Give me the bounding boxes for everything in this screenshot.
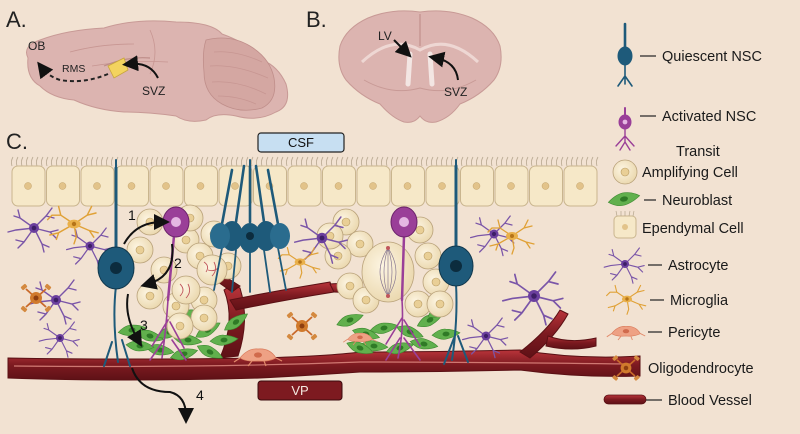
neuroblast xyxy=(334,309,366,331)
ependymal-cilia xyxy=(11,156,599,167)
ependymal-cell xyxy=(115,165,149,207)
vp-label: VP xyxy=(291,383,308,398)
legend-astrocyte-icon xyxy=(603,247,645,284)
svz-arrow-sagittal xyxy=(122,55,159,79)
ependymal-cell xyxy=(322,165,356,207)
panel-c-label: C. xyxy=(6,129,28,154)
panel-a-label: A. xyxy=(6,7,27,32)
microglia xyxy=(277,247,321,279)
csf-label: CSF xyxy=(288,135,314,150)
svz-label-coronal: SVZ xyxy=(444,85,467,99)
legend-quiescent-label: Quiescent NSC xyxy=(662,49,762,65)
astrocyte xyxy=(501,271,564,326)
dividing-tap-cells xyxy=(171,241,415,305)
legend-astrocyte-label: Astrocyte xyxy=(668,258,728,274)
niche-panel: C. CSF VP xyxy=(6,129,641,424)
ependymal-cell xyxy=(287,165,322,207)
astrocyte xyxy=(7,207,59,253)
ependymal-cell xyxy=(391,165,425,207)
svz-arrow-coronal xyxy=(428,51,459,81)
legend-microglia-label: Microglia xyxy=(670,293,729,309)
quiescent-nsc-group xyxy=(103,159,469,367)
legend-ependymal-icon xyxy=(613,210,637,239)
ependymal-cell xyxy=(149,165,184,207)
legend-pericyte-icon xyxy=(606,325,646,341)
oligodendrocyte xyxy=(285,310,319,342)
ependymal-cell xyxy=(184,165,218,207)
sagittal-brain-panel: A. OB RMS SVZ xyxy=(6,7,289,122)
legend-tap-cell-icon xyxy=(612,159,638,185)
ependymal-cell xyxy=(11,165,46,207)
step-2-label: 2 xyxy=(174,255,182,271)
lineage-arrows xyxy=(123,214,194,424)
ependymal-cell xyxy=(80,165,115,207)
legend-activated-nsc-icon xyxy=(615,107,635,151)
legend-tap-line1: Transit xyxy=(676,144,720,160)
ependymal-cell xyxy=(529,165,563,207)
neuroblast xyxy=(408,336,440,352)
ependymal-cell xyxy=(425,165,460,207)
coronal-brain-panel: B. LV SVZ xyxy=(306,7,502,123)
lv-label: LV xyxy=(378,29,392,43)
ependymal-cell xyxy=(46,165,80,207)
legend-microglia-icon xyxy=(606,284,647,315)
ob-label: OB xyxy=(28,39,45,53)
step-3-label: 3 xyxy=(140,317,148,333)
tap-cell xyxy=(166,312,194,340)
legend-blood-vessel-label: Blood Vessel xyxy=(668,393,752,409)
step-1-label: 1 xyxy=(128,207,136,223)
tap-cell xyxy=(190,304,218,332)
ependymal-cell xyxy=(460,165,494,207)
csf-box xyxy=(257,132,345,153)
legend-quiescent-nsc-icon xyxy=(617,22,633,87)
panel-b-label: B. xyxy=(306,7,327,32)
rms-pathway xyxy=(37,61,109,83)
ependymal-cell xyxy=(218,165,253,207)
tap-cell xyxy=(426,290,454,318)
legend-tap-line2: Amplifying Cell xyxy=(642,165,738,181)
ependymal-cell xyxy=(356,165,391,207)
quiescent-nsc-bodies xyxy=(97,221,474,290)
rms-label: RMS xyxy=(62,63,85,75)
legend-blood-vessel-icon xyxy=(603,394,647,405)
ependymal-cell xyxy=(563,165,598,207)
vp-box xyxy=(257,380,343,401)
legend-ependymal-label: Ependymal Cell xyxy=(642,221,744,237)
astrocyte xyxy=(38,321,80,358)
svz-label-sagittal: SVZ xyxy=(142,84,165,98)
coronal-brain-shape xyxy=(338,10,502,123)
tap-cell xyxy=(136,282,164,310)
legend-oligodendrocyte-label: Oligodendrocyte xyxy=(648,361,754,377)
ependymal-cell xyxy=(494,165,529,207)
tap-cell xyxy=(414,242,442,270)
legend: Quiescent NSC Activated NSC Transit Ampl… xyxy=(603,22,762,409)
legend-pericyte-label: Pericyte xyxy=(668,325,720,341)
legend-activated-label: Activated NSC xyxy=(662,109,756,125)
ependymal-layer xyxy=(11,165,598,207)
legend-neuroblast-label: Neuroblast xyxy=(662,193,732,209)
lv-arrow xyxy=(393,39,412,58)
legend-neuroblast-icon xyxy=(607,192,641,207)
step-4-label: 4 xyxy=(196,387,204,403)
microglia xyxy=(46,205,99,245)
